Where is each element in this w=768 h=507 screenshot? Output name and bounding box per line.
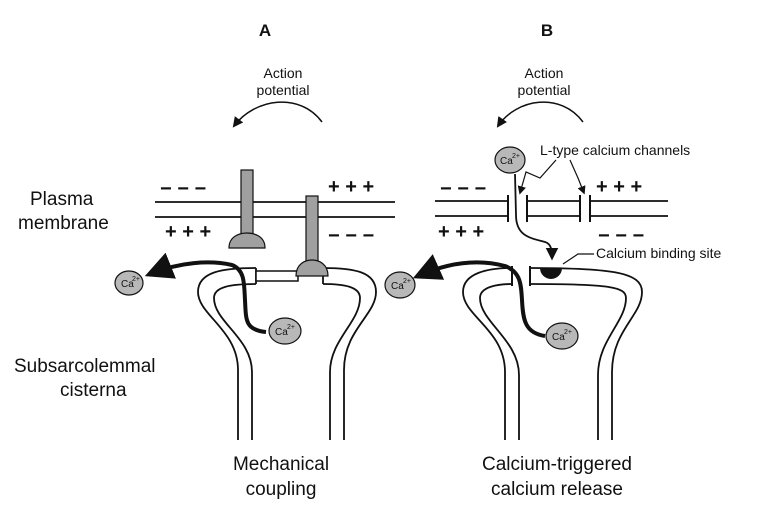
voltage-sensor-detached — [228, 169, 266, 249]
calcium-ion-charge: 2+ — [132, 276, 140, 283]
calcium-ion-b-stored: Ca 2+ — [545, 322, 579, 350]
action-potential-arrow-b — [496, 101, 584, 128]
binding-site-pointer — [562, 253, 594, 265]
calcium-ion-charge: 2+ — [287, 324, 295, 331]
panel-label-b: B — [541, 21, 553, 40]
caption-a-line1: Mechanical — [233, 454, 329, 475]
calcium-entry-arrow — [514, 173, 559, 261]
l-type-channel-closed — [579, 195, 591, 222]
cisterna-outer-right-a — [322, 267, 377, 440]
calcium-ion-symbol: Ca — [552, 332, 565, 343]
calcium-binding-site — [540, 268, 562, 279]
calcium-ion-symbol: Ca — [275, 327, 288, 338]
calcium-flow-arrow-a — [144, 252, 267, 334]
cisterna-inner-left-b — [479, 283, 520, 440]
l-type-channel-open — [507, 195, 528, 222]
action-potential-label-b-line2: potential — [518, 82, 571, 98]
panel-label-a: A — [259, 21, 271, 40]
charge-plus-a-outer: + + + — [328, 176, 374, 198]
cisterna-outer-left-b — [462, 267, 513, 440]
charge-plus-b-inner: + + + — [438, 221, 484, 243]
cisterna-inner-left-a — [213, 283, 257, 440]
plasma-membrane-label-line1: Plasma — [30, 189, 94, 210]
calcium-ion-charge: 2+ — [564, 329, 572, 336]
cisterna-label-line2: cisterna — [60, 380, 127, 401]
action-potential-label-b-line1: Action — [525, 65, 564, 81]
calcium-ion-a-stored: Ca 2+ — [268, 317, 302, 345]
calcium-ion-charge: 2+ — [403, 278, 411, 285]
calcium-flow-arrow-b — [412, 254, 546, 338]
l-type-channels-pointer-2 — [569, 159, 586, 195]
l-type-channels-label: L-type calcium channels — [540, 142, 690, 158]
plasma-membrane-label-line2: membrane — [18, 213, 109, 234]
charge-plus-b-outer: + + + — [596, 176, 642, 198]
calcium-ion-symbol: Ca — [391, 281, 404, 292]
cisterna-inner-right-a — [322, 283, 361, 440]
calcium-ion-b-extracellular: Ca 2+ — [494, 146, 526, 174]
action-potential-label-a-line2: potential — [257, 82, 310, 98]
voltage-sensor-coupled — [295, 195, 329, 277]
l-type-channels-pointer-1 — [517, 159, 557, 195]
cisterna-outer-right-b — [529, 267, 643, 440]
charge-minus-b-inner: − − − — [598, 225, 644, 247]
calcium-ion-symbol: Ca — [121, 279, 134, 290]
cisterna-inner-right-b — [529, 283, 627, 440]
action-potential-label-a-line1: Action — [264, 65, 303, 81]
caption-a-line2: coupling — [246, 479, 317, 500]
caption-b-line1: Calcium-triggered — [482, 454, 632, 475]
charge-plus-a-inner: + + + — [165, 221, 211, 243]
calcium-ion-a-released: Ca 2+ — [114, 270, 144, 296]
charge-minus-a-outer: − − − — [160, 178, 206, 200]
charge-minus-a-inner: − − − — [328, 225, 374, 247]
release-channel-gate — [255, 270, 299, 282]
charge-minus-b-outer: − − − — [440, 178, 486, 200]
cisterna-outer-left-a — [197, 267, 256, 440]
cisterna-label-line1: Subsarcolemmal — [14, 356, 156, 377]
binding-site-label: Calcium binding site — [596, 245, 721, 261]
calcium-ion-b-released: Ca 2+ — [384, 271, 416, 299]
caption-b-line2: calcium release — [491, 479, 623, 500]
calcium-ion-charge: 2+ — [512, 153, 520, 160]
calcium-ion-symbol: Ca — [500, 156, 513, 167]
action-potential-arrow-a — [232, 101, 323, 128]
